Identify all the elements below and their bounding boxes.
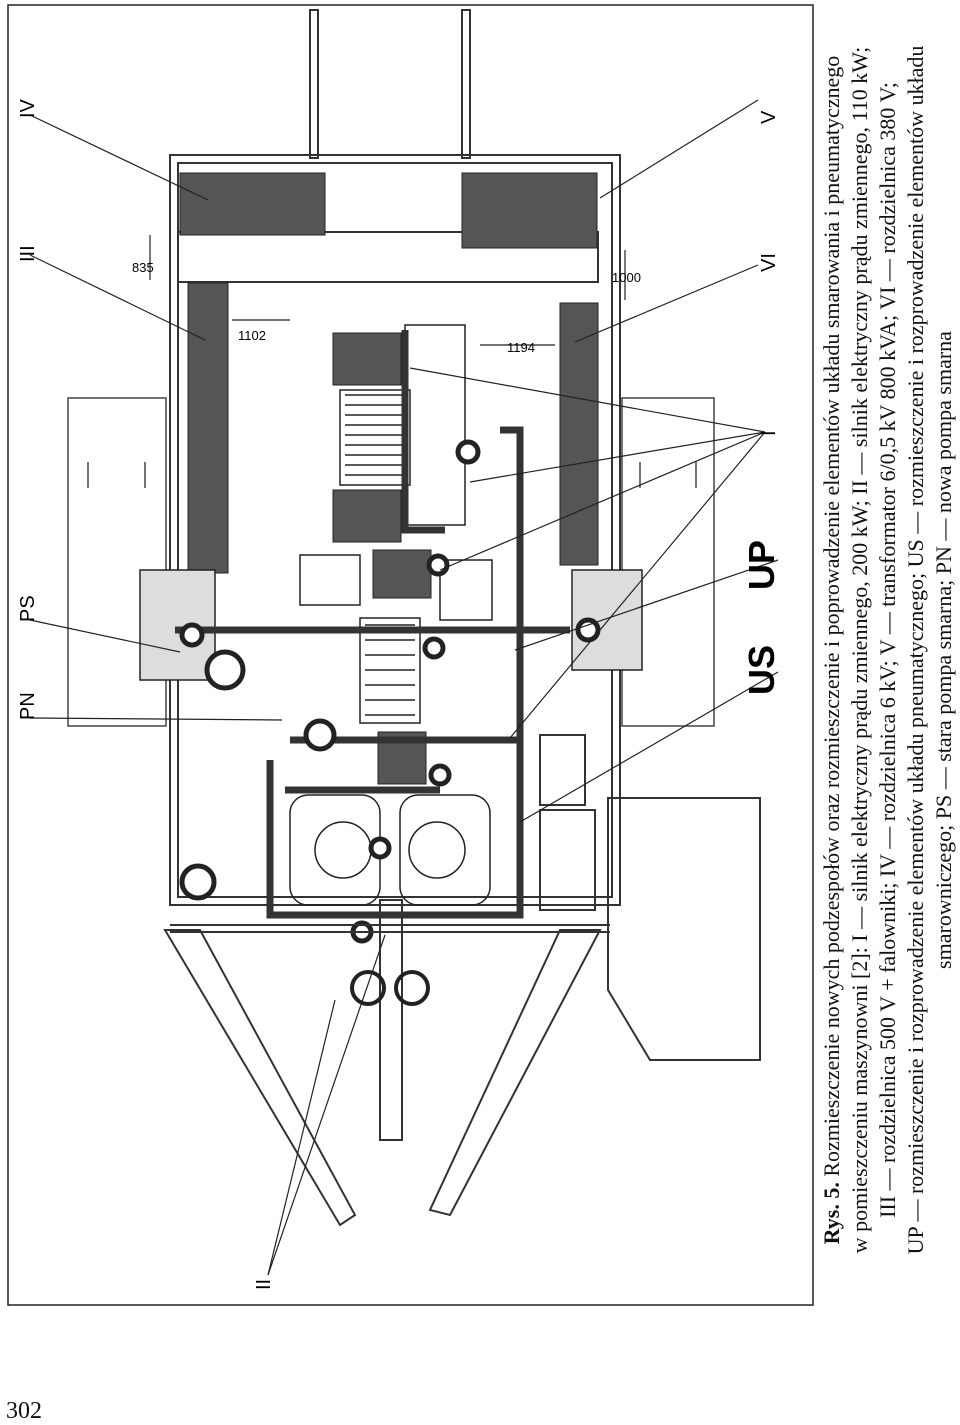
component-labels: IV III PS PN V VI I II: [17, 98, 780, 1290]
label-VI: VI: [758, 253, 780, 272]
label-PN: PN: [17, 692, 39, 720]
chassis-legs: [163, 734, 761, 1227]
cabinet-III: [187, 282, 229, 574]
caption-line-1: Rys. 5. Rozmieszczenie nowych podzespołó…: [818, 0, 846, 1300]
caption-line-1-text: Rozmieszczenie nowych podzespołów oraz r…: [819, 55, 844, 1183]
cabinet-V: [461, 172, 598, 249]
dim-1194: 1194: [507, 340, 535, 355]
motor-I-windings: [339, 389, 421, 724]
top-rails: [309, 9, 471, 159]
label-UP: UP: [741, 540, 782, 590]
caption-line-3: III — rozdzielnica 500 V + falowniki; IV…: [875, 82, 900, 1218]
figure-caption: Rys. 5. Rozmieszczenie nowych podzespołó…: [818, 0, 960, 1300]
cabinet-VI: [559, 302, 599, 566]
page-number: 302: [6, 1398, 42, 1424]
label-US: US: [741, 645, 782, 695]
dim-1000: 1000: [612, 270, 641, 285]
label-V: V: [758, 110, 780, 124]
pipe-valves: [179, 439, 601, 944]
side-platforms: [67, 397, 715, 727]
outer-frame: [7, 4, 814, 1306]
dim-835: 835: [132, 260, 154, 275]
cabinet-IV: [179, 172, 326, 236]
label-II: II: [253, 1279, 275, 1290]
wheels: [350, 970, 430, 1006]
caption-line-4: UP — rozmieszczenie i rozprowadzenie ele…: [903, 45, 928, 1255]
system-labels: UP US: [741, 540, 782, 695]
room-outline: [169, 154, 621, 906]
dim-1102: 1102: [238, 328, 266, 343]
caption-figure-number: Rys. 5.: [819, 1182, 844, 1245]
dimension-lines: [149, 235, 626, 346]
cabinets: [179, 172, 599, 785]
caption-line-2: w pomieszczeniu maszynowni [2]: I — siln…: [847, 46, 872, 1254]
leader-lines: [29, 99, 779, 1276]
label-III: III: [17, 245, 39, 262]
label-IV: IV: [17, 98, 39, 118]
piping: [175, 330, 570, 919]
label-I: I: [758, 430, 780, 436]
caption-line-5: smarowniczego; PS — stara pompa smarna; …: [931, 331, 956, 969]
label-PS: PS: [17, 595, 39, 622]
